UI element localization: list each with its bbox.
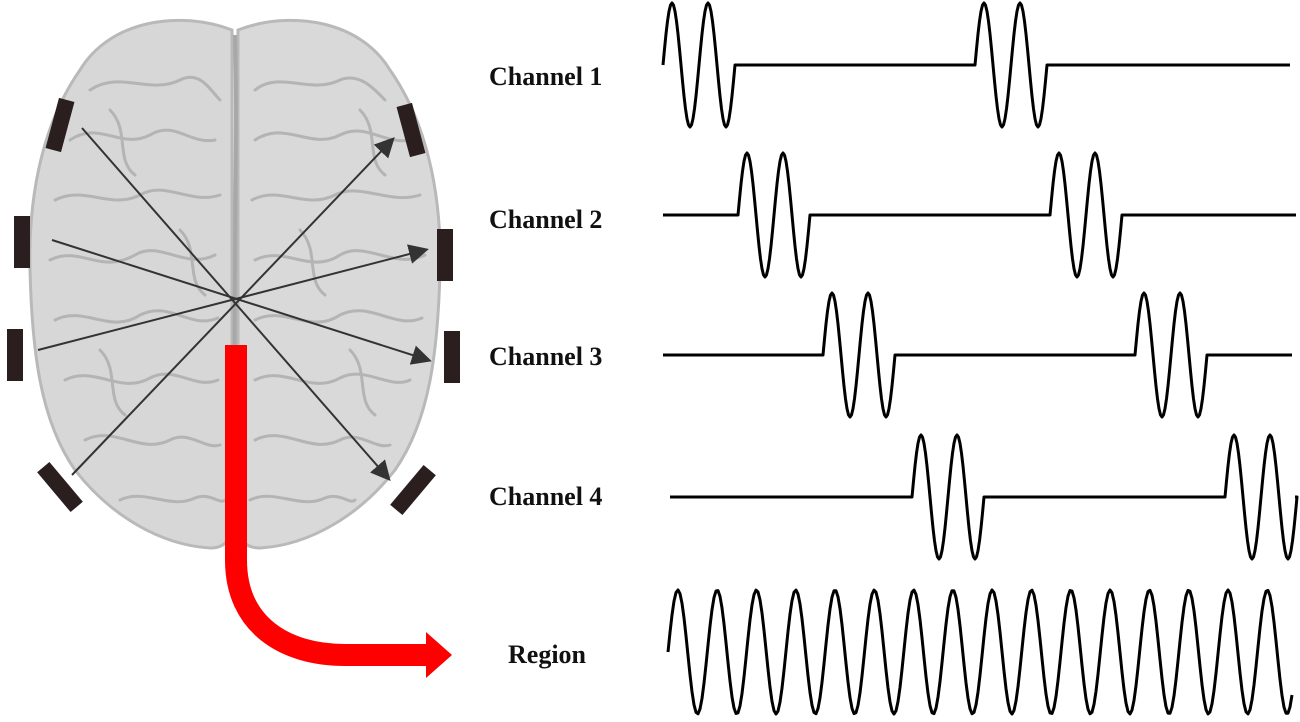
electrode-left-3 bbox=[7, 329, 23, 381]
arrow-channel-4 bbox=[71, 137, 395, 476]
electrode-left-4 bbox=[37, 461, 83, 513]
channel-1-waveform bbox=[661, 1, 1290, 129]
electrode-left-1 bbox=[45, 97, 75, 153]
waveforms bbox=[661, 1, 1299, 716]
brain-right-hemisphere bbox=[236, 18, 442, 550]
region-waveform bbox=[666, 588, 1294, 716]
channel-1-label: Channel 1 bbox=[489, 62, 602, 91]
channel-3-waveform bbox=[663, 291, 1292, 419]
electrode-left-2 bbox=[14, 216, 30, 268]
electrode-right-3 bbox=[444, 331, 460, 383]
electrodes bbox=[7, 97, 460, 516]
region-label: Region bbox=[508, 640, 587, 669]
channel-4-label: Channel 4 bbox=[489, 482, 602, 511]
brain-illustration bbox=[28, 18, 442, 550]
region-arrow bbox=[225, 345, 452, 678]
channel-3-label: Channel 3 bbox=[489, 342, 602, 371]
brain-left-hemisphere bbox=[28, 18, 234, 550]
channel-2-waveform bbox=[663, 151, 1296, 279]
electrode-right-4 bbox=[390, 464, 436, 516]
arrow-channel-3 bbox=[37, 244, 429, 351]
channel-arrows bbox=[37, 127, 432, 482]
channel-2-label: Channel 2 bbox=[489, 205, 602, 234]
channel-4-waveform bbox=[670, 433, 1299, 561]
electrode-right-1 bbox=[396, 102, 426, 158]
electrode-right-2 bbox=[437, 229, 453, 281]
